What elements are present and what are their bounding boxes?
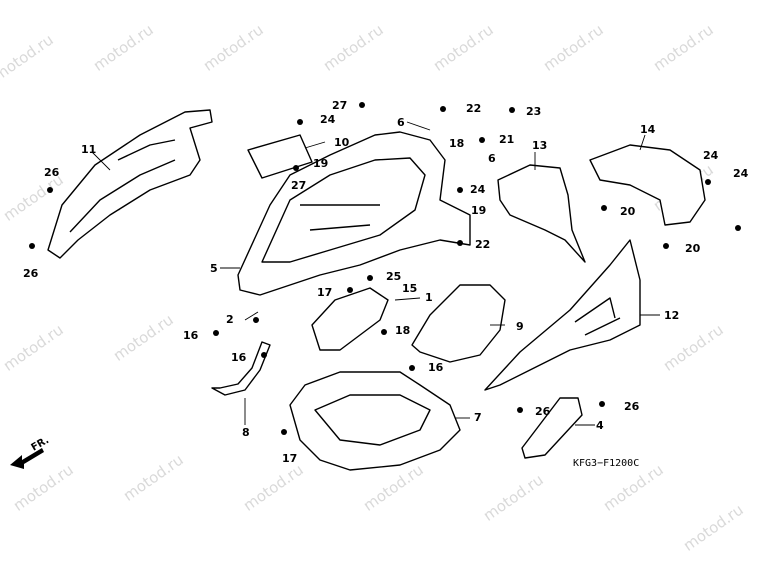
callout-20: 20 [620, 205, 636, 218]
callout-16: 16 [231, 351, 247, 364]
front-arrow-icon [10, 448, 44, 469]
part-11-side-rail-detail [69, 139, 176, 233]
callout-27: 27 [332, 99, 348, 112]
callout-24: 24 [320, 113, 336, 126]
callout-6: 6 [397, 116, 405, 129]
callout-8: 8 [242, 426, 250, 439]
callout-22: 22 [466, 102, 482, 115]
callout-26: 26 [535, 405, 551, 418]
callout-24: 24 [733, 167, 749, 180]
callout-19: 19 [313, 157, 329, 170]
part-8-stay [211, 341, 271, 396]
callout-9: 9 [516, 320, 524, 333]
part-4-panel [521, 397, 583, 459]
callout-15: 15 [402, 282, 418, 295]
part-9-lid [411, 284, 506, 363]
callout-23: 23 [526, 105, 542, 118]
callout-6: 6 [488, 152, 496, 165]
callout-18: 18 [395, 324, 411, 337]
part-7-under-tray [289, 371, 461, 471]
part-11-side-rail [47, 109, 213, 259]
callout-26: 26 [624, 400, 640, 413]
callout-12: 12 [664, 309, 680, 322]
part-13-inner-cover [497, 164, 586, 263]
diagram-code: KFG3−F1200C [573, 458, 640, 469]
part-5-inner-rim [261, 157, 426, 263]
callout-20: 20 [685, 242, 701, 255]
callout-27: 27 [291, 179, 307, 192]
callout-10: 10 [334, 136, 350, 149]
callout-22: 22 [475, 238, 491, 251]
callout-14: 14 [640, 123, 656, 136]
part-12-side-cover [484, 239, 641, 391]
part-14-rear-grip [589, 144, 706, 226]
callout-24: 24 [470, 183, 486, 196]
callout-2: 2 [226, 313, 234, 326]
callout-17: 17 [317, 286, 333, 299]
callout-16: 16 [183, 329, 199, 342]
callout-21: 21 [499, 133, 515, 146]
callout-19: 19 [471, 204, 487, 217]
callout-17: 17 [282, 452, 298, 465]
part-5-luggage-box [237, 131, 471, 296]
callout-1: 1 [425, 291, 433, 304]
callout-24: 24 [703, 149, 719, 162]
callout-26: 26 [23, 267, 39, 280]
part-1-bracket [311, 287, 389, 351]
callout-26: 26 [44, 166, 60, 179]
callout-5: 5 [210, 262, 218, 275]
callout-11: 11 [81, 143, 97, 156]
callout-7: 7 [474, 411, 482, 424]
part-10-cover [247, 134, 313, 179]
callout-13: 13 [532, 139, 548, 152]
callout-18: 18 [449, 137, 465, 150]
callout-16: 16 [428, 361, 444, 374]
callout-25: 25 [386, 270, 402, 283]
callout-4: 4 [596, 419, 604, 432]
